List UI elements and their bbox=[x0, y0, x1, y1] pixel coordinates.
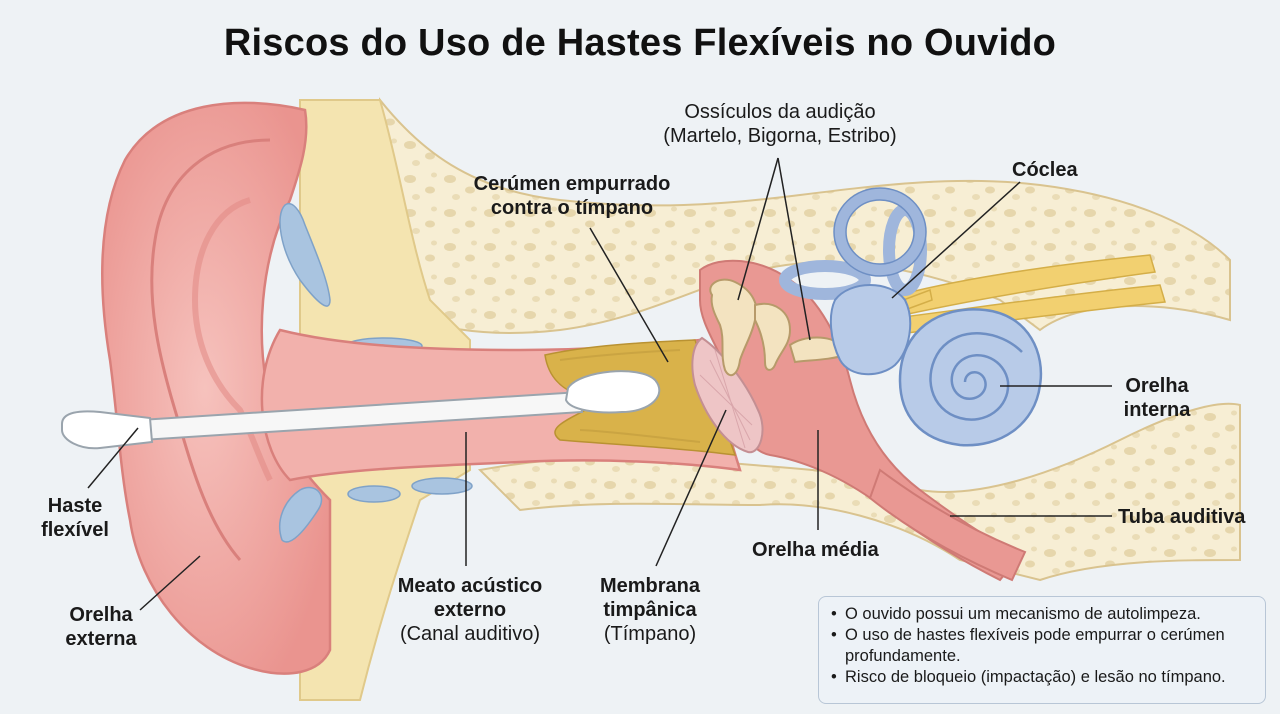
note-item: O ouvido possui um mecanismo de autolimp… bbox=[831, 604, 1255, 625]
outer-ear-label: Orelha externa bbox=[65, 604, 137, 650]
note-item: Risco de bloqueio (impactação) e lesão n… bbox=[831, 667, 1255, 688]
note-item: O uso de hastes flexíveis pode empurrar … bbox=[831, 625, 1255, 667]
cochlea-label: Cóclea bbox=[1012, 159, 1078, 181]
notes-box: O ouvido possui um mecanismo de autolimp… bbox=[818, 596, 1266, 704]
middle-ear-label: Orelha média bbox=[752, 539, 879, 561]
inner-ear-label: Orelha interna bbox=[1123, 375, 1191, 421]
ossicles bbox=[709, 278, 847, 377]
tympanic-membrane-label: Membrana timpânica (Tímpano) bbox=[599, 575, 701, 645]
leader-lines bbox=[87, 157, 1112, 611]
vestibule bbox=[829, 284, 912, 376]
ossicles-label: Ossículos da audição (Martelo, Bigorna, … bbox=[663, 101, 897, 147]
auditory-tube-label: Tuba auditiva bbox=[1118, 506, 1246, 528]
swab-label: Haste flexível bbox=[41, 495, 109, 541]
ear-canal-label: Meato acústico externo (Canal auditivo) bbox=[397, 575, 543, 645]
notes-list: O ouvido possui um mecanismo de autolimp… bbox=[831, 604, 1255, 688]
cerumen-label: Cerúmen empurrado contra o tímpano bbox=[473, 173, 671, 219]
pinna-concha bbox=[191, 197, 273, 482]
page-title: Riscos do Uso de Hastes Flexíveis no Ouv… bbox=[223, 22, 1057, 64]
pinna bbox=[101, 101, 332, 675]
cochlea-shape bbox=[898, 308, 1043, 447]
pinna-helix-fold bbox=[150, 138, 271, 561]
eustachian-tube bbox=[868, 468, 1027, 582]
